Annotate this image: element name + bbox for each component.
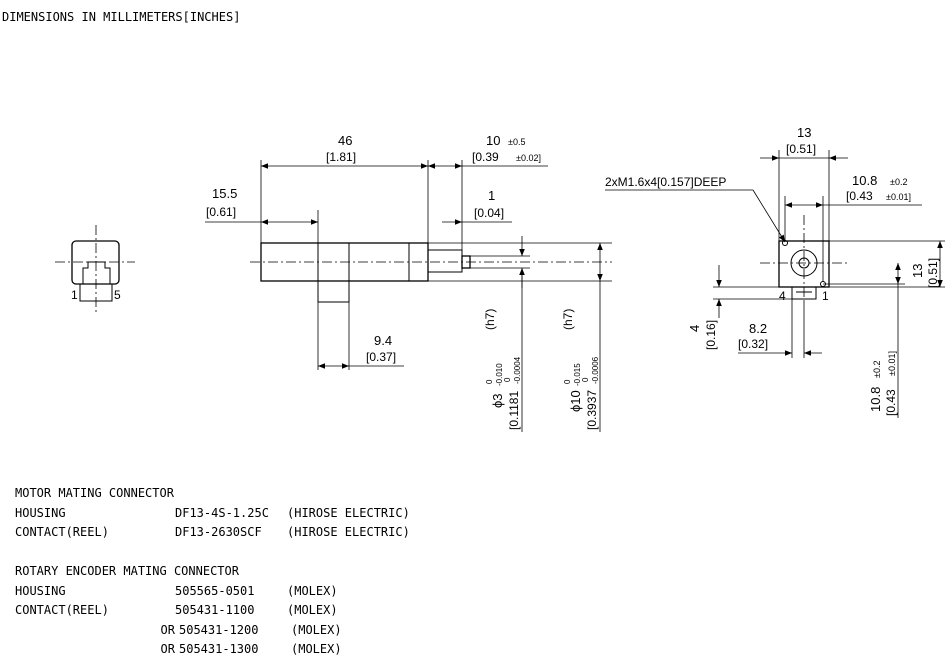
end-dim-holes-in-tol: ±0.01] (886, 192, 911, 202)
motor-connector-title: MOTOR MATING CONNECTOR (15, 486, 174, 500)
end-dim-conn-w-in: [0.32] (738, 337, 768, 351)
dia-body-tol-lo: -0.015 (573, 363, 582, 386)
encoder-row-contact: CONTACT(REEL) 505431-1100 (MOLEX) (15, 601, 451, 621)
encoder-row-label: CONTACT(REEL) (15, 603, 109, 617)
motor-row-maker: (HIROSE ELECTRIC) (287, 525, 410, 539)
end-dim-vert-tol: ±0.2 (872, 361, 882, 378)
motor-row-label: HOUSING (15, 505, 66, 520)
encoder-row-maker: (MOLEX) (287, 603, 338, 617)
dim-offset-in: [0.61] (206, 205, 236, 219)
end-boss-circle (790, 249, 818, 277)
encoder-row-part: 505565-0501 (175, 583, 255, 598)
encoder-connector-title: ROTARY ENCODER MATING CONNECTOR (15, 564, 239, 578)
dim-length: 46 (338, 133, 352, 148)
dia-shaft-in: [0.1181 (507, 391, 521, 430)
dia-shaft-sym: ϕ3 (490, 393, 505, 408)
dim-shaft-tol: ±0.5 (508, 137, 525, 147)
end-dim-holes-tol: ±0.2 (890, 177, 907, 187)
end-dim-conn-w: 8.2 (749, 321, 767, 336)
side-view: 46 [1.81] 10 ±0.5 [0.39 ±0.02] 1 [0.04] … (205, 133, 612, 432)
dim-conn: 9.4 (374, 333, 392, 348)
end-dim-width-in: [0.51] (786, 142, 816, 156)
encoder-row-alt-2: OR 505431-1300 (MOLEX) (15, 640, 451, 660)
motor-row-part: DF13-2630SCF (175, 525, 262, 539)
front-connector-body (79, 283, 113, 302)
dia-shaft-tol-lo: -0.010 (495, 363, 504, 386)
motor-row-label: CONTACT(REEL) (15, 525, 109, 539)
encoder-row-part: 505431-1200 (179, 622, 259, 637)
dim-conn-in: [0.37] (366, 350, 396, 364)
end-pin-left: 4 (779, 289, 786, 303)
dim-offset: 15.5 (212, 186, 237, 201)
output-shaft (461, 255, 471, 269)
front-pin-right: 5 (114, 288, 121, 302)
end-dim-vert-in: [0.43 (884, 389, 898, 416)
motor-row-contact: CONTACT(REEL) DF13-2630SCF (HIROSE ELECT… (15, 523, 451, 543)
front-view: 1 5 (55, 225, 135, 312)
dim-shaft: 10 (486, 133, 500, 148)
end-dim-holes: 10.8 (852, 173, 877, 188)
encoder-row-label: HOUSING (15, 583, 66, 598)
end-dim-conn-h-in: [0.16] (704, 320, 718, 350)
dim-flange-in: [0.04] (474, 206, 504, 220)
motor-row-part: DF13-4S-1.25C (175, 505, 269, 520)
end-view: 4 1 2xM1.6x4[0.157]DEEP 13 [0.51] 10.8 ±… (605, 125, 945, 418)
encoder-row-label: OR (160, 642, 175, 656)
end-pin-right: 1 (822, 289, 829, 303)
encoder-row-housing: HOUSING 505565-0501 (MOLEX) (15, 582, 451, 602)
dim-shaft-in: [0.39 (472, 150, 499, 164)
dia-shaft-tol-up: 0 (485, 379, 494, 384)
dia-shaft-fit: (h7) (483, 309, 497, 330)
encoder-row-maker: (MOLEX) (291, 622, 342, 637)
dia-body-in-up: 0 (581, 377, 590, 382)
dim-shaft-in-tol: ±0.02] (516, 153, 541, 163)
motor-row-housing: HOUSING DF13-4S-1.25C (HIROSE ELECTRIC) (15, 504, 451, 524)
end-dim-vert-in-tol: ±0.01] (887, 351, 897, 376)
encoder-row-part: 505431-1300 (179, 642, 259, 656)
encoder-row-label: OR (160, 622, 175, 637)
front-pin-left: 1 (71, 288, 78, 302)
dim-flange: 1 (488, 188, 495, 203)
drawing-units-header: DIMENSIONS IN MILLIMETERS[INCHES] (2, 10, 241, 24)
dia-body-in: [0.3937 (585, 390, 599, 430)
thread-note: 2xM1.6x4[0.157]DEEP (605, 175, 726, 189)
motor-row-maker: (HIROSE ELECTRIC) (287, 505, 410, 520)
end-dim-width: 13 (797, 125, 811, 140)
gear-head-flange (427, 249, 463, 273)
dim-length-in: [1.81] (326, 150, 356, 164)
side-connector (317, 280, 350, 303)
dia-body-sym: ϕ10 (568, 390, 583, 412)
dia-shaft-in-lo: -0.0004 (513, 356, 522, 384)
dia-body-in-lo: -0.0006 (591, 356, 600, 384)
end-dim-holes-in: [0.43 (846, 189, 873, 203)
encoder-row-part: 505431-1100 (175, 603, 255, 617)
end-dim-height: 13 (910, 264, 925, 278)
dia-shaft-in-up: 0 (503, 377, 512, 382)
encoder-row-alt-1: OR 505431-1200 (MOLEX) (15, 621, 451, 641)
end-shaft-circle (798, 257, 810, 269)
encoder-row-maker: (MOLEX) (287, 583, 338, 598)
end-dim-conn-h: 4 (687, 325, 702, 332)
encoder-row-maker: (MOLEX) (291, 642, 342, 656)
connector-notes: MOTOR MATING CONNECTOR HOUSING DF13-4S-1… (15, 484, 451, 660)
end-dim-vert: 10.8 (868, 387, 883, 412)
dia-body-fit: (h7) (561, 309, 575, 330)
front-connector-opening (82, 261, 111, 284)
end-dim-height-in: [0.51] (926, 258, 940, 288)
dia-body-tol-up: 0 (563, 379, 572, 384)
end-connector (791, 286, 817, 300)
